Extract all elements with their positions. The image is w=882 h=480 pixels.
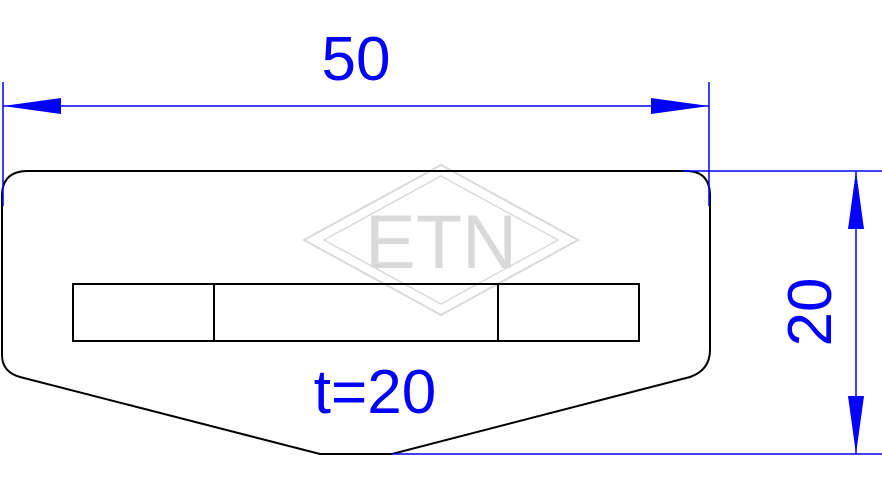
width-arrow-left xyxy=(3,98,61,114)
inner-slot-rect xyxy=(72,283,640,342)
height-arrow-bottom xyxy=(848,396,864,454)
width-dimension: 50 xyxy=(2,25,710,206)
width-arrow-right xyxy=(651,98,709,114)
thickness-label: t=20 xyxy=(314,358,436,427)
width-label: 50 xyxy=(322,25,391,94)
watermark-logo: ETN xyxy=(301,163,581,317)
watermark-text: ETN xyxy=(365,200,517,285)
watermark-diamond-inner xyxy=(322,175,560,305)
watermark-diamond-outer xyxy=(301,163,581,317)
height-label: 20 xyxy=(776,278,845,347)
inner-slot xyxy=(72,283,640,342)
height-dimension: 20 xyxy=(392,170,882,455)
height-arrow-top xyxy=(848,171,864,229)
